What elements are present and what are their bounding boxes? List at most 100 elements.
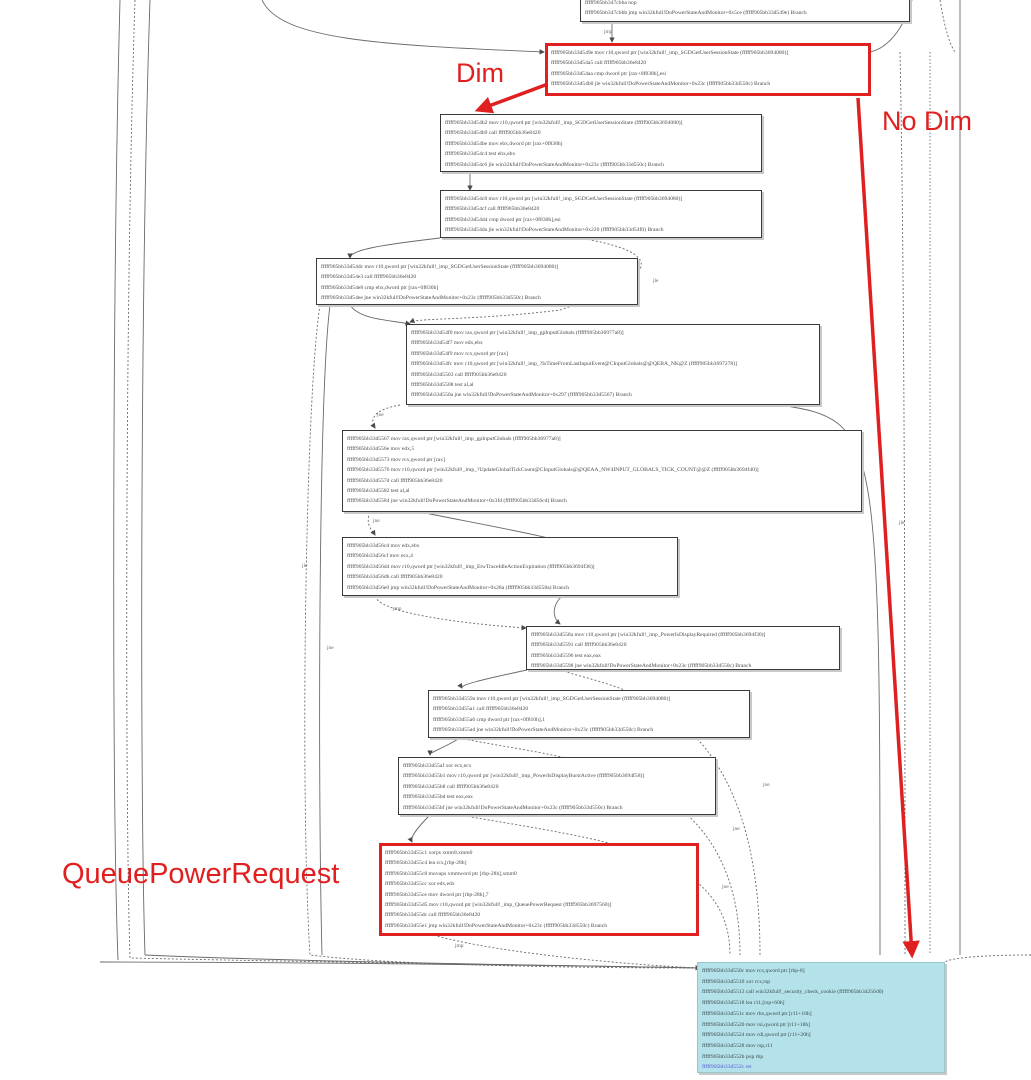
block-line: fffff905bb33d55c4 lea rcx,[rbp-28h] (385, 860, 467, 867)
block-line: fffff905bb33d5528 mov rsp,r11 (702, 1042, 773, 1049)
block-line: fffff905bb33d55a1 call fffff905bb36e8420 (433, 706, 529, 713)
edge-into-exit-left (99, 961, 701, 969)
block-line: fffff905bb33d55b1 mov r10,qword ptr [win… (403, 773, 645, 780)
block-line: fffff905bb33d56e0 jmp win32kfull!DoPower… (347, 584, 570, 591)
edge-label-jmp: jmp (393, 606, 402, 612)
edge-b7-b8-jmp (374, 595, 527, 631)
block-line: fffff905bb33d5518 lea r11,[rsp+60h] (702, 1000, 785, 1007)
block-line: fffff905bb33d550c mov rcx,qword ptr [rbp… (702, 968, 805, 974)
annotation-dim: Dim (456, 58, 504, 88)
block-line: fffff905bb33d54d4 cmp dword ptr [rax+0f8… (445, 216, 561, 223)
block-line: fffff905bb33d55bd test eax,eax (403, 794, 473, 801)
edge-into-exit-right (944, 954, 1031, 963)
no-dim-arrow (856, 97, 920, 959)
block-line: fffff905bb33d54cf call fffff905bb36e8420 (445, 206, 540, 213)
edge-b10-b11 (407, 814, 431, 843)
block-line: fffff905bb33d56cd mov edx,ebx (347, 543, 420, 549)
block-line: fffff905bb33d5524 mov rdi,qword ptr [r11… (702, 1032, 811, 1039)
block-line: fffff905bb33d5567 mov rax,qword ptr [win… (347, 436, 561, 442)
edge-b5-exit (779, 404, 881, 956)
block-line: fffff905bb347cbba nop (585, 0, 637, 6)
block-line: fffff905bb33d54ee jne win32kfull!DoPower… (321, 295, 541, 302)
block-line: fffff905bb33d559a mov r10,qword ptr [win… (433, 696, 671, 702)
block-line: fffff905bb33d55e1 jmp win32kfull!DoPower… (385, 922, 608, 929)
edge-b3-b5-jle (409, 237, 642, 323)
block-line: fffff905bb33d5591 call fffff905bb36e8420 (531, 642, 627, 649)
block-line: fffff905bb33d54f9 mov rcx,qword ptr [rax… (411, 350, 508, 357)
block-line: fffff905bb33d55af xor ecx,ecx (403, 763, 472, 769)
block-line: fffff905bb33d549e mov r10,qword ptr [win… (551, 50, 789, 56)
block-line: fffff905bb33d550a jne win32kfull!DoPower… (411, 392, 632, 399)
block-line: fffff905bb33d55bf jne win32kfull!DoPower… (403, 804, 623, 811)
block-line: fffff905bb347cbbb jmp win32kfull!DoPower… (585, 10, 807, 17)
block-line: fffff905bb33d5582 test al,al (347, 488, 410, 495)
edge-b3-b4 (347, 237, 441, 259)
code-block-10: fffff905bb33d55af xor ecx,ecx fffff905bb… (398, 757, 716, 815)
dim-arrow (474, 82, 549, 114)
edge-label-jne: jne (327, 645, 334, 651)
block-line: fffff905bb33d5576 mov r10,qword ptr [win… (347, 467, 759, 474)
code-block-5: fffff905bb33d54f0 mov rax,qword ptr [win… (406, 324, 820, 405)
code-block-0: fffff905bb347cbba nop fffff905bb347cbbb … (580, 0, 910, 22)
annotation-queue-power-request: QueuePowerRequest (62, 858, 340, 890)
block-line: fffff905bb33d55cc xor edx,edx (385, 881, 455, 888)
block-line: fffff905bb33d552b pop rbp (702, 1053, 764, 1060)
code-block-4: fffff905bb33d54dc mov r10,qword ptr [win… (316, 258, 638, 305)
code-block-8: fffff905bb33d558a mov r10,qword ptr [win… (526, 626, 840, 670)
edge-b9-exit (459, 737, 741, 956)
code-block-dim-check: fffff905bb33d549e mov r10,qword ptr [win… (545, 43, 871, 96)
block-line: fffff905bb33d54b0 jle win32kfull!DoPower… (551, 81, 771, 88)
edge-label-jle: jle (302, 563, 308, 569)
edge-label-jne: jne (733, 826, 740, 832)
code-block-3: fffff905bb33d54c8 mov r10,qword ptr [win… (440, 190, 762, 238)
code-block-7: fffff905bb33d56cd mov edx,ebx fffff905bb… (342, 537, 678, 596)
block-line: fffff905bb33d5520 mov rsi,qword ptr [r11… (702, 1021, 811, 1028)
block-line: fffff905bb33d54aa cmp dword ptr [rax+0f8… (551, 70, 667, 77)
block-line: fffff905bb33d5513 call win32kfull!_secur… (702, 989, 884, 996)
block-line: fffff905bb33d5584 jne win32kfull!DoPower… (347, 498, 567, 505)
block-line: fffff905bb33d54c8 mov r10,qword ptr [win… (445, 196, 683, 202)
block-line: fffff905bb33d56cf mov ecx,4 (347, 553, 413, 560)
code-block-9: fffff905bb33d559a mov r10,qword ptr [win… (428, 690, 750, 738)
block-line: fffff905bb33d5510 xor rcx,rsp (702, 978, 771, 985)
edge-label-jmp: jmp (604, 29, 613, 35)
block-line: fffff905bb33d54dc mov r10,qword ptr [win… (321, 264, 559, 270)
block-line: fffff905bb33d54b9 call fffff905bb36e8420 (445, 130, 541, 137)
block-line: fffff905bb33d54f0 mov rax,qword ptr [win… (411, 330, 624, 336)
edge-b8-b9 (457, 669, 528, 689)
block-line: fffff905bb33d55a6 cmp dword ptr [rax+0f8… (433, 716, 545, 723)
block-line: fffff905bb33d55c1 xorps xmm0,xmm0 (385, 850, 473, 856)
edge-b8-exit (559, 669, 761, 956)
edge-label-jle: jle (653, 278, 659, 284)
edge-b11-exit-jmp (429, 933, 701, 971)
block-line: fffff905bb33d54c6 jle win32kfull!DoPower… (445, 161, 664, 168)
block-line: fffff905bb33d54c4 test ebx,ebx (445, 151, 516, 158)
block-line: fffff905bb33d56db call fffff905bb36e8420 (347, 574, 443, 581)
block-line: fffff905bb33d5598 jne win32kfull!DoPower… (531, 663, 752, 670)
block-line: fffff905bb33d54e3 call fffff905bb36e8420 (321, 274, 417, 281)
edge-label-jle: jle (899, 520, 905, 526)
code-block-queue-power-request: fffff905bb33d55c1 xorps xmm0,xmm0 fffff9… (379, 843, 699, 936)
edge-label-jmp: jmp (455, 943, 464, 949)
block-line: fffff905bb33d5596 test eax,eax (531, 652, 601, 659)
block-line: fffff905bb33d5573 mov rcx,qword ptr [rax… (347, 456, 445, 463)
block-line: fffff905bb33d54e8 cmp ebx,dword ptr [rax… (321, 284, 439, 291)
block-line: fffff905bb33d55ce mov dword ptr [rbp-28h… (385, 891, 489, 898)
block-line: fffff905bb33d552c ret (702, 1064, 752, 1071)
block-line: fffff905bb33d55d5 mov r10,qword ptr [win… (385, 902, 612, 909)
block-line: fffff905bb33d5508 test al,al (411, 382, 474, 389)
edge-label-jne: jne (373, 518, 380, 524)
edge-label-jne: jne (377, 412, 384, 418)
edge-b4-b5 (349, 304, 411, 326)
block-line: fffff905bb33d55ad jne win32kfull!DoPower… (433, 727, 654, 734)
code-block-6: fffff905bb33d5567 mov rax,qword ptr [win… (342, 430, 862, 512)
block-line: fffff905bb33d54b2 mov r10,qword ptr [win… (445, 120, 683, 126)
edge-label-jne: jne (763, 782, 770, 788)
block-line: fffff905bb33d55dc call fffff905bb36e8420 (385, 912, 481, 919)
edge-left-1 (304, 304, 701, 969)
edge-b10-exit (459, 814, 731, 956)
block-line: fffff905bb33d54da jle win32kfull!DoPower… (445, 227, 664, 234)
block-line: fffff905bb33d557d call fffff905bb36e8420 (347, 477, 443, 484)
